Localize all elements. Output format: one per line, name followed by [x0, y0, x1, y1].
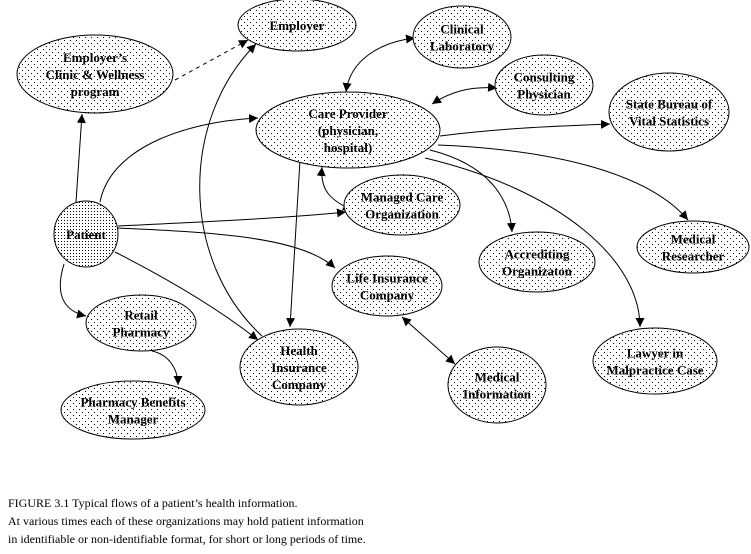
node-label-lawyer: Lawyer in [627, 346, 684, 361]
edge-care-provider-to-medical-researcher [437, 144, 689, 221]
node-label-retail-pharmacy: Retail [124, 308, 158, 323]
node-shape-retail-pharmacy [85, 294, 197, 352]
edge-patient-to-health-insurance [114, 251, 259, 341]
edge-care-provider-to-consulting-physician [431, 82, 498, 105]
node-shape-patient [53, 200, 119, 268]
node-label-care-provider: (physician, [318, 123, 378, 138]
edge-patient-to-employer-clinic [75, 113, 86, 203]
node-label-life-insurance: Company [360, 288, 415, 303]
node-lawyer: Lawyer in Malpractice Case [592, 327, 718, 395]
node-label-clinical-lab: Laboratory [430, 39, 495, 54]
edge-retail-pharmacy-to-pbm [151, 350, 183, 386]
node-shape-pbm [60, 380, 206, 440]
node-care-provider: Care Provider (physician, hospital) [255, 91, 441, 169]
node-label-employer-clinic: Clinic & Wellness [46, 67, 145, 82]
node-shape-health-insurance [239, 328, 359, 406]
node-label-consulting-physician: Consulting [514, 70, 575, 85]
node-label-medical-researcher: Medical [671, 232, 716, 247]
node-label-accrediting: Accrediting [505, 247, 570, 262]
edge-care-provider-to-health-insurance [286, 159, 301, 328]
node-label-pbm: Manager [108, 412, 159, 427]
edge-patient-to-life-insurance [117, 227, 336, 269]
node-label-lawyer: Malpractice Case [606, 363, 703, 378]
node-label-pbm: Pharmacy Benefits [80, 395, 185, 410]
caption-line-2: At various times each of these organizat… [8, 514, 364, 528]
node-label-health-insurance: Insurance [271, 360, 327, 375]
node-label-managed-care: Organization [365, 207, 439, 222]
node-employer: Employer [237, 0, 357, 52]
node-shape-managed-care [343, 174, 461, 236]
node-label-medical-researcher: Researcher [662, 249, 725, 264]
node-label-employer-clinic: Employer’s [63, 50, 127, 65]
node-shape-lawyer [592, 327, 718, 395]
node-label-health-insurance: Company [272, 377, 327, 392]
figure-caption: FIGURE 3.1 Typical flows of a patient’s … [8, 494, 366, 548]
node-label-employer: Employer [270, 18, 325, 33]
edge-care-provider-to-state-bureau [439, 119, 611, 137]
edge-care-provider-to-lawyer [424, 157, 645, 328]
edge-care-provider-to-accrediting [429, 149, 516, 233]
edge-employer-clinic-to-employer [174, 39, 249, 81]
node-shape-medical-information [447, 346, 547, 424]
edge-life-insurance-to-medical-information [401, 316, 456, 365]
node-label-medical-information: Medical [475, 370, 520, 385]
node-label-patient: Patient [66, 227, 106, 242]
edge-care-provider-to-clinical-lab [342, 34, 416, 93]
edge-patient-to-retail-pharmacy [59, 263, 87, 319]
node-state-bureau: State Bureau of Vital Statistics [608, 72, 730, 152]
node-label-state-bureau: Vital Statistics [629, 114, 709, 129]
node-shape-clinical-lab [412, 5, 512, 69]
node-shape-employer-clinic [16, 34, 174, 114]
node-label-state-bureau: State Bureau of [626, 97, 713, 112]
node-label-medical-information: Information [463, 387, 532, 402]
node-label-life-insurance: Life Insurance [346, 271, 427, 286]
node-shape-care-provider [255, 91, 441, 169]
node-label-employer-clinic: program [71, 84, 120, 99]
node-shape-employer [237, 0, 357, 52]
node-shape-life-insurance [331, 255, 443, 317]
edge-patient-to-managed-care [117, 208, 347, 227]
node-label-accrediting: Organizaton [502, 264, 573, 279]
edge-patient-to-care-provider [99, 113, 259, 203]
node-shape-state-bureau [608, 72, 730, 152]
node-shape-accrediting [478, 231, 596, 293]
node-shape-consulting-physician [494, 54, 594, 116]
node-label-managed-care: Managed Care [361, 190, 444, 205]
node-label-clinical-lab: Clinical [440, 22, 484, 37]
node-label-health-insurance: Health [280, 343, 318, 358]
caption-line-1: FIGURE 3.1 Typical flows of a patient’s … [8, 496, 298, 510]
node-patient: Patient [53, 200, 119, 268]
node-label-care-provider: hospital) [324, 140, 372, 155]
edges-layer [59, 34, 689, 386]
node-shape-medical-researcher [636, 220, 750, 274]
node-label-retail-pharmacy: Pharmacy [112, 325, 170, 340]
node-label-consulting-physician: Physician [517, 87, 571, 102]
caption-line-3: in identifiable or non-identifiable form… [8, 532, 366, 546]
node-label-care-provider: Care Provider [308, 106, 388, 121]
edge-health-insurance-to-employer [199, 43, 263, 337]
